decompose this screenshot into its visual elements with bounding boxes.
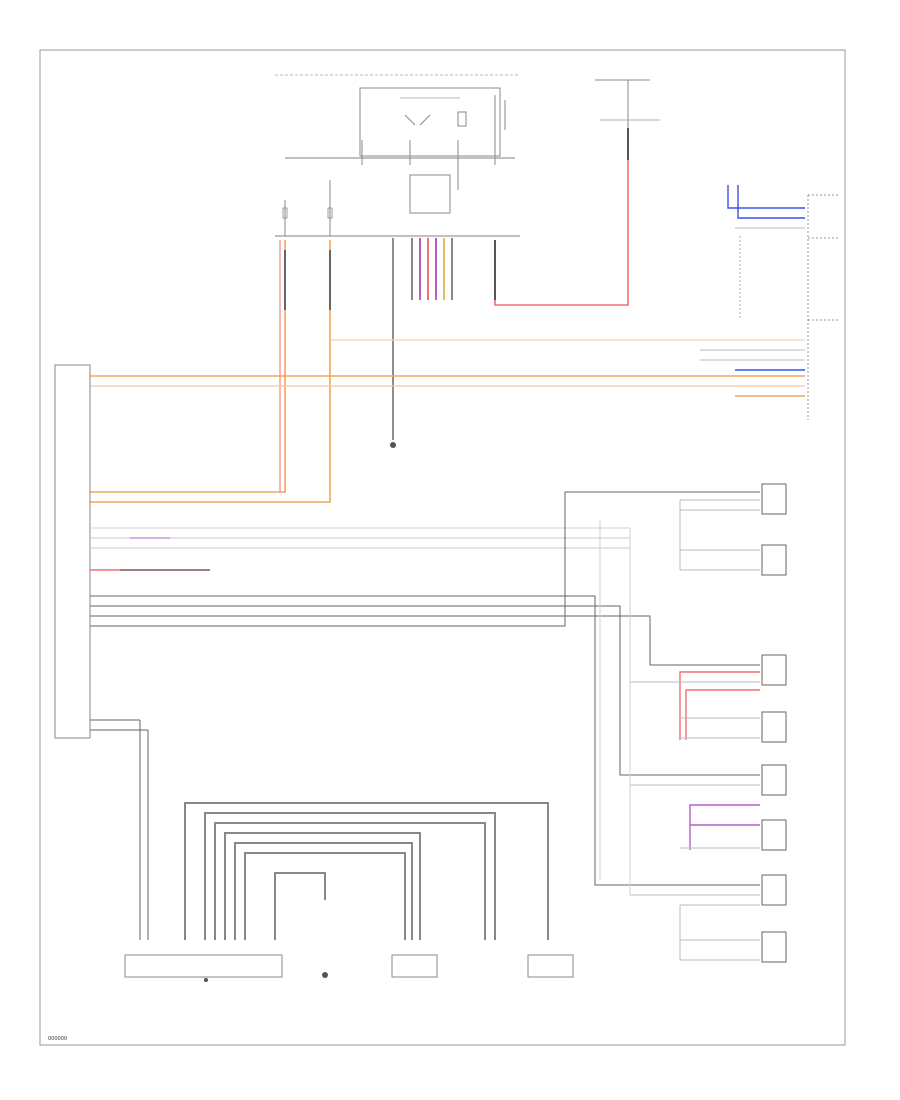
footer-code: 000000	[48, 1036, 67, 1042]
wire-dark-2	[90, 605, 760, 776]
wire-dark-3	[90, 615, 760, 666]
left-control-module	[54, 364, 91, 739]
left-module-pins	[90, 527, 630, 571]
top-relay-box	[285, 87, 515, 190]
right-module	[739, 194, 840, 420]
bottom-boxes	[124, 954, 574, 982]
top-right-fuse	[595, 79, 660, 130]
small-module	[409, 174, 451, 214]
fuse-left-pair	[282, 180, 333, 236]
right-component-7	[630, 874, 787, 906]
wire-dark-1	[90, 595, 760, 886]
wire-orange-fuse1	[90, 240, 286, 493]
right-component-6	[680, 819, 787, 851]
wire-blue-top-right-2	[737, 185, 805, 219]
bottom-harness	[90, 719, 549, 978]
wire-red-top	[494, 135, 629, 306]
right-component-5	[630, 764, 787, 850]
right-component-3	[630, 654, 787, 740]
right-gray-bundle	[599, 520, 631, 895]
harness-connector-center	[390, 238, 453, 448]
right-component-2	[679, 500, 787, 576]
wire-orange-fuse2	[90, 240, 331, 503]
right-component-4	[680, 711, 787, 743]
diagram-frame	[39, 49, 846, 1046]
wire-dark-4	[90, 491, 760, 627]
wire-blue-top-right	[727, 185, 805, 209]
right-component-8	[679, 905, 787, 963]
right-component-1	[680, 483, 787, 515]
